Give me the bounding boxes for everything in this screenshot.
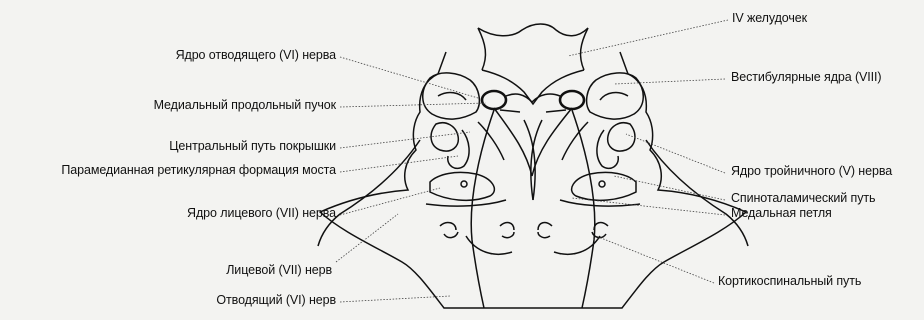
label-facial-nucleus: Ядро лицевого (VII) нерва: [187, 206, 336, 220]
abducens-nuclei: [482, 91, 584, 112]
label-central-tegmental-tract: Центральный путь покрышки: [169, 139, 336, 153]
label-facial-nerve: Лицевой (VII) нерв: [226, 263, 332, 277]
label-medial-longitudinal-fasciculus: Медиальный продольный пучок: [154, 98, 336, 112]
label-abducens-nucleus: Ядро отводящего (VI) нерва: [176, 48, 336, 62]
label-fourth-ventricle: IV желудочек: [732, 11, 807, 25]
nerve-fibres: [318, 108, 748, 308]
label-medial-lemniscus: Медальная петля: [731, 206, 832, 220]
label-abducens-nerve: Отводящий (VI) нерв: [216, 293, 336, 307]
vestibular-lobes: [423, 73, 644, 119]
label-pprf: Парамедианная ретикулярная формация мост…: [61, 163, 336, 177]
label-corticospinal-tract: Кортикоспинальный путь: [718, 274, 861, 288]
label-spinothalamic-tract: Спиноталамический путь: [731, 191, 875, 205]
label-trigeminal-nucleus: Ядро тройничного (V) нерва: [731, 164, 892, 178]
tegmentum: [431, 122, 635, 187]
lemniscus: [426, 172, 640, 206]
label-vestibular-nuclei: Вестибулярные ядра (VIII): [731, 70, 881, 84]
corticospinal-region: [440, 223, 608, 255]
